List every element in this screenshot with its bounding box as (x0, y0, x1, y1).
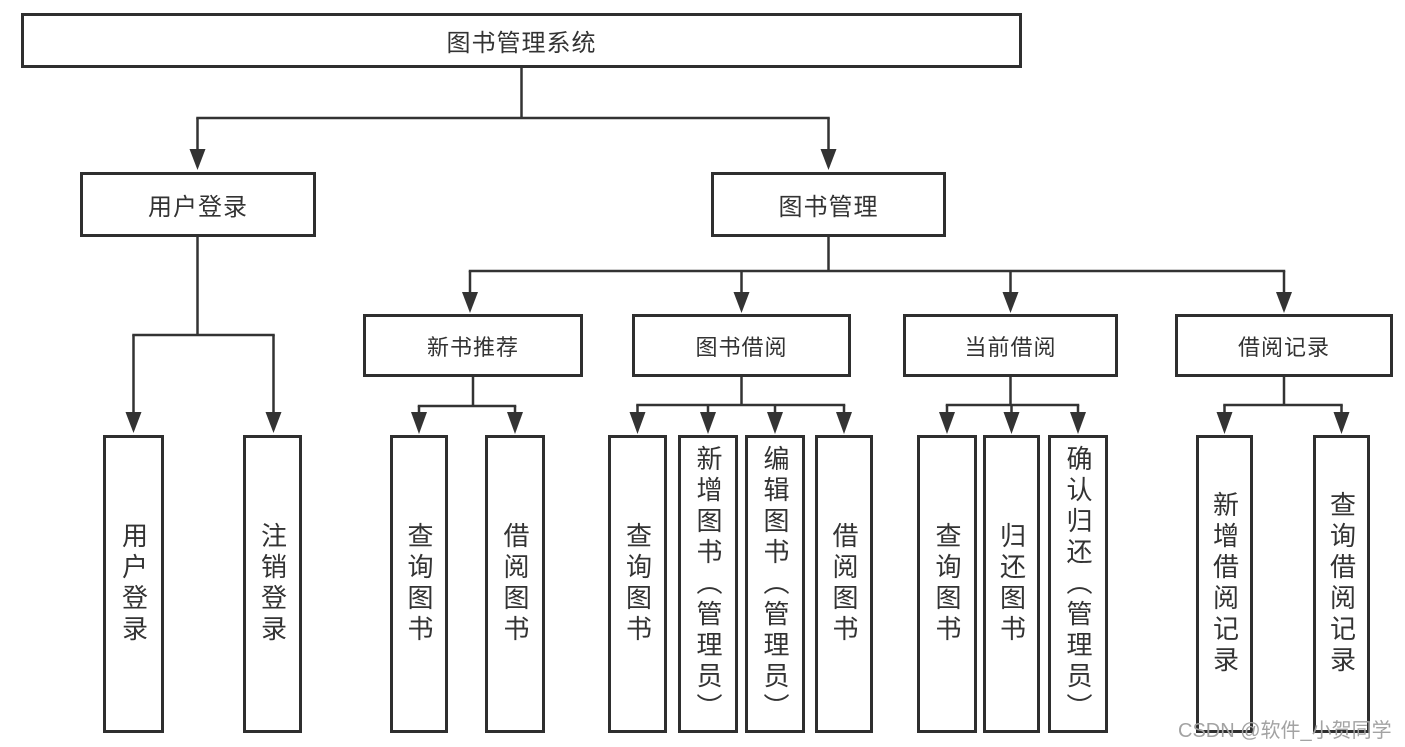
leaf-query-books-current: 查询图书 (917, 435, 977, 733)
connector-root-to-level1 (189, 67, 837, 170)
node-root: 图书管理系统 (21, 13, 1022, 68)
arrow-down-icon (836, 412, 852, 434)
node-new-book-recommendation: 新书推荐 (363, 314, 583, 377)
connector-line (132, 237, 275, 337)
watermark: CSDN @软件_小贺同学 (1178, 720, 1392, 742)
arrow-down-icon (820, 149, 837, 170)
connector-line (468, 271, 1286, 294)
leaf-add-borrow-record: 新增借阅记录 (1196, 435, 1253, 733)
leaf-borrow-books-recommend: 借阅图书 (485, 435, 545, 733)
connector-line (468, 237, 1286, 273)
node-book-borrowing: 图书借阅 (632, 314, 851, 377)
connector-line (196, 67, 830, 120)
connector-line (945, 405, 1080, 414)
arrow-down-icon (1003, 412, 1020, 434)
leaf-query-borrow-record: 查询借阅记录 (1313, 435, 1370, 733)
connector-line (132, 335, 275, 414)
connector-line (1223, 405, 1343, 414)
arrow-down-icon (1002, 292, 1019, 313)
arrow-down-icon (700, 412, 716, 434)
connector-line (417, 377, 517, 408)
arrow-down-icon (462, 292, 478, 313)
arrow-down-icon (411, 412, 427, 434)
node-borrowing-records: 借阅记录 (1175, 314, 1393, 377)
arrow-down-icon (1333, 412, 1350, 434)
leaf-user-login: 用户登录 (103, 435, 164, 733)
connector-current-borrowing-to-leaves (939, 377, 1086, 434)
leaf-borrow-books-borrowing: 借阅图书 (815, 435, 873, 733)
leaf-edit-book-admin: 编辑图书（管理员） (745, 435, 805, 733)
connector-new-book-to-leaves (411, 377, 523, 434)
arrow-down-icon (507, 412, 523, 434)
leaf-confirm-return-admin: 确认归还（管理员） (1048, 435, 1108, 733)
arrow-down-icon (1276, 292, 1292, 313)
arrow-down-icon (629, 412, 646, 434)
leaf-logout: 注销登录 (243, 435, 302, 733)
arrow-down-icon (733, 292, 750, 313)
arrow-down-icon (189, 149, 206, 170)
connector-user-login-to-leaves (125, 237, 282, 433)
arrow-down-icon (265, 412, 282, 433)
arrow-down-icon (1216, 412, 1233, 434)
connector-line (636, 405, 846, 414)
node-user-login: 用户登录 (80, 172, 316, 237)
leaf-add-book-admin: 新增图书（管理员） (678, 435, 738, 733)
connector-book-borrowing-to-leaves (629, 377, 852, 434)
connector-line (636, 377, 846, 407)
connector-line (196, 118, 830, 151)
leaf-query-books-borrowing: 查询图书 (608, 435, 667, 733)
arrow-down-icon (767, 412, 783, 434)
arrow-down-icon (939, 412, 955, 434)
leaf-return-book: 归还图书 (983, 435, 1040, 733)
node-book-management: 图书管理 (711, 172, 946, 237)
connector-borrowing-records-to-leaves (1216, 377, 1350, 434)
arrow-down-icon (125, 412, 142, 433)
connector-line (945, 377, 1080, 407)
node-current-borrowing: 当前借阅 (903, 314, 1118, 377)
connector-line (1223, 377, 1343, 407)
connector-line (417, 406, 517, 414)
connector-book-management-to-level2 (462, 237, 1292, 313)
leaf-query-books-recommend: 查询图书 (390, 435, 448, 733)
arrow-down-icon (1070, 412, 1086, 434)
